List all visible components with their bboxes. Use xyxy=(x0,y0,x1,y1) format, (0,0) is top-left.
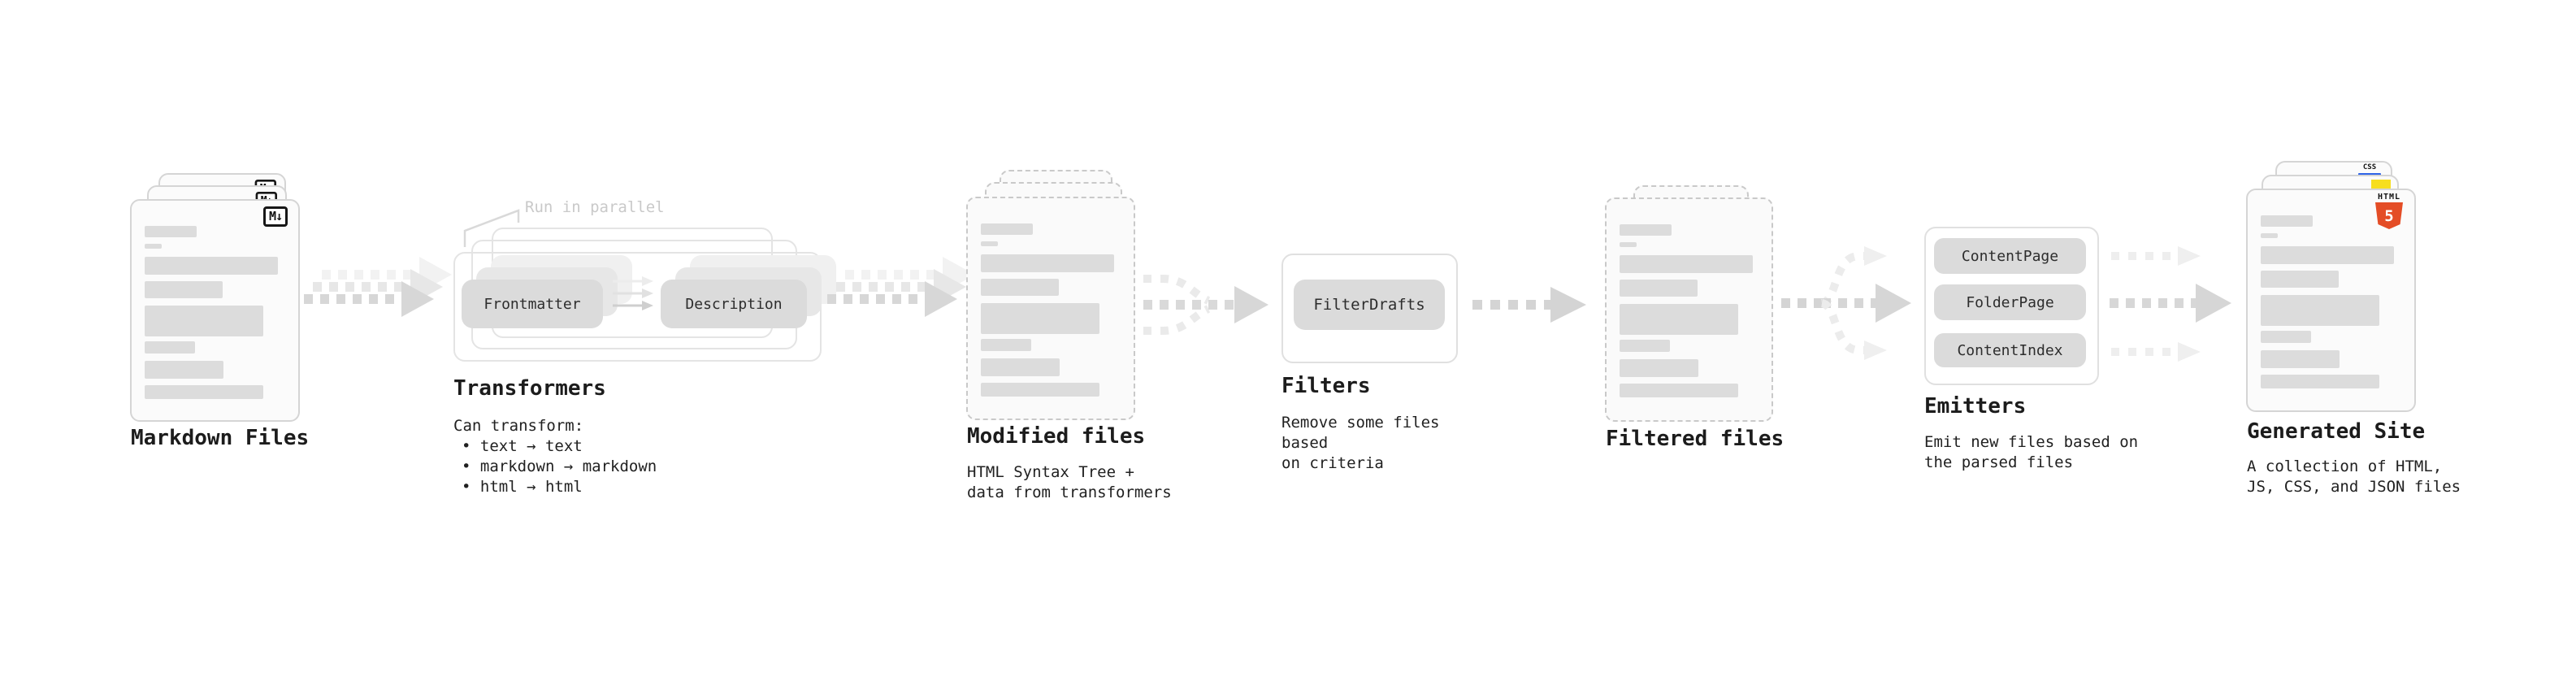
text-line-placeholder xyxy=(145,226,197,237)
flow-arrow-icon xyxy=(1472,287,1586,323)
stage-filters: FilterDrafts Filters Remove some files b… xyxy=(1281,254,1493,481)
text-line-placeholder xyxy=(981,241,998,246)
js-icon xyxy=(2371,180,2391,189)
run-in-parallel-label: Run in parallel xyxy=(525,198,665,216)
html5-icon: HTML 5 xyxy=(2372,193,2406,229)
text-line-placeholder xyxy=(145,244,162,249)
transformer-frontmatter-chip: Frontmatter xyxy=(462,280,603,328)
bullet-item: • markdown → markdown xyxy=(462,458,657,475)
text-line-placeholder xyxy=(145,361,223,379)
text-line-placeholder xyxy=(1620,340,1670,352)
text-line-placeholder xyxy=(981,254,1114,272)
stage-emitters: ContentPage FolderPage ContentIndex Emit… xyxy=(1924,227,2168,487)
text-line-placeholder xyxy=(981,279,1059,296)
markdown-doc-front: M↓ xyxy=(130,199,300,422)
text-line-placeholder xyxy=(145,341,195,354)
bullet-item: • text → text xyxy=(462,437,583,455)
merge-arrow-icon xyxy=(1143,275,1268,335)
text-line-placeholder xyxy=(2261,233,2278,238)
bullet-item: • html → html xyxy=(462,478,583,496)
markdown-icon: M↓ xyxy=(262,206,288,227)
modified-doc-front xyxy=(966,197,1135,420)
emitter-content-index-chip: ContentIndex xyxy=(1934,333,2086,367)
text-line-placeholder xyxy=(2261,246,2394,264)
stage-title: Modified files xyxy=(967,424,1146,449)
emitter-content-page-chip: ContentPage xyxy=(1934,238,2086,274)
html5-shield: 5 xyxy=(2375,202,2403,229)
flow-arrow-icon xyxy=(827,257,975,317)
text-line-placeholder xyxy=(2261,375,2379,388)
text-line-placeholder xyxy=(981,339,1031,351)
text-line-placeholder xyxy=(1620,384,1738,397)
stage-title: Filters xyxy=(1281,374,1371,398)
stage-subtitle: Remove some files based on criteria xyxy=(1281,414,1440,472)
stage-title: Transformers xyxy=(453,376,606,401)
stage-title: Filtered files xyxy=(1606,427,1785,451)
text-line-placeholder xyxy=(981,303,1099,334)
stage-title: Markdown Files xyxy=(131,426,310,450)
filtered-doc-front xyxy=(1605,197,1773,422)
text-line-placeholder xyxy=(1620,242,1637,247)
html5-number: 5 xyxy=(2384,206,2394,225)
emitter-folder-page-chip: FolderPage xyxy=(1934,284,2086,320)
stage-markdown-files: M↓ M↓ M↓ Markdown Files xyxy=(130,173,309,466)
text-line-placeholder xyxy=(2261,350,2340,368)
text-line-placeholder xyxy=(1620,280,1698,297)
stage-subtitle: Emit new files based on the parsed files xyxy=(1924,433,2139,471)
text-line-placeholder xyxy=(1620,359,1698,377)
text-line-placeholder xyxy=(981,223,1033,235)
css-label: CSS xyxy=(2362,163,2377,171)
text-line-placeholder xyxy=(1620,224,1672,236)
stage-modified-files: Modified files HTML Syntax Tree + data f… xyxy=(966,170,1194,511)
can-transform-label: Can transform: xyxy=(453,417,584,435)
split-arrow-icon xyxy=(1781,246,1911,360)
text-line-placeholder xyxy=(145,385,263,399)
parallel-arrows-icon xyxy=(613,276,653,310)
text-line-placeholder xyxy=(2261,331,2311,343)
text-line-placeholder xyxy=(145,281,223,298)
text-line-placeholder xyxy=(981,383,1099,397)
transformer-description-chip: Description xyxy=(661,280,807,328)
stage-subtitle: HTML Syntax Tree + data from transformer… xyxy=(967,463,1172,501)
stage-transformers: Run in parallel Frontmatter Description … xyxy=(453,198,836,507)
annotation-leader-line xyxy=(463,209,520,247)
fanout-arrows-icon xyxy=(2110,246,2231,362)
filter-drafts-chip: FilterDrafts xyxy=(1294,280,1445,330)
text-line-placeholder xyxy=(2261,271,2339,288)
generated-doc-html: HTML 5 xyxy=(2246,189,2416,412)
text-line-placeholder xyxy=(2261,295,2379,326)
text-line-placeholder xyxy=(1620,304,1738,335)
html5-label: HTML xyxy=(2377,193,2401,202)
stage-filtered-files: Filtered files xyxy=(1605,185,1816,478)
stage-title: Generated Site xyxy=(2247,419,2426,444)
text-line-placeholder xyxy=(145,257,278,275)
text-line-placeholder xyxy=(981,358,1060,376)
text-line-placeholder xyxy=(1620,255,1753,273)
stage-title: Emitters xyxy=(1924,394,2027,419)
stage-subtitle: A collection of HTML, JS, CSS, and JSON … xyxy=(2247,458,2461,496)
stage-generated-site: CSS HTML 5 Generated Site A collection o… xyxy=(2246,161,2490,518)
flow-arrow-icon xyxy=(304,257,452,317)
transform-bullet-list: • text → text • markdown → markdown • ht… xyxy=(453,436,657,497)
text-line-placeholder xyxy=(145,306,263,336)
text-line-placeholder xyxy=(2261,215,2313,227)
